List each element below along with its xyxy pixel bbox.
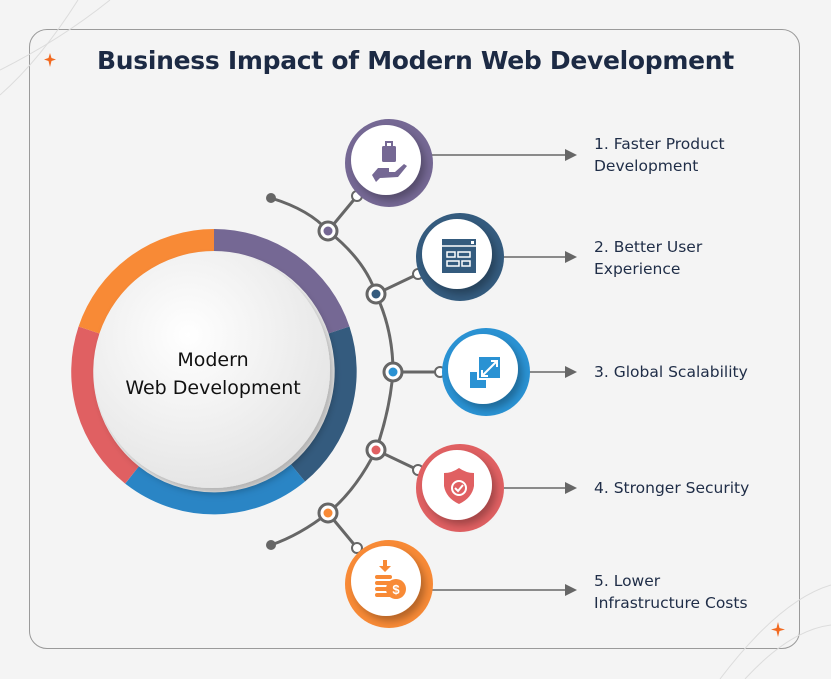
item-5-badge: $ <box>345 540 433 628</box>
coins-dollar-icon: $ <box>375 560 406 599</box>
item-3-badge <box>442 328 530 416</box>
item-4-badge <box>416 444 504 532</box>
sparkle-star-icon <box>44 53 56 67</box>
center-circle <box>94 252 330 488</box>
item-1-badge <box>345 119 433 207</box>
infographic-frame <box>29 29 800 649</box>
item-label-global-scalability: 3. Global Scalability <box>594 363 748 381</box>
endpoint-dot <box>266 193 276 203</box>
item-label-stronger-security: 4. Stronger Security <box>594 479 750 497</box>
sparkle-star-icon <box>771 622 785 637</box>
endpoint-dot <box>266 540 276 550</box>
svg-text:$: $ <box>392 582 400 597</box>
arrowheads <box>565 149 577 596</box>
center-ring <box>71 229 357 515</box>
shield-check-icon <box>444 468 474 504</box>
center-label: Modern Web Development <box>103 346 323 402</box>
page-title: Business Impact of Modern Web Developmen… <box>97 46 734 75</box>
item-label-lower-infrastructure-costs: 5. Lower Infrastructure Costs <box>594 572 748 612</box>
center-label-line2: Web Development <box>125 377 301 399</box>
scale-expand-icon <box>470 355 502 388</box>
web-layout-icon <box>442 239 476 273</box>
item-label-better-user-experience: 2. Better User Experience <box>594 238 703 278</box>
center-label-line1: Modern <box>177 349 249 371</box>
item-2-badge <box>416 213 504 301</box>
hand-holding-clipboard-icon <box>372 141 407 182</box>
item-label-faster-product-development: 1. Faster Product Development <box>594 135 725 175</box>
